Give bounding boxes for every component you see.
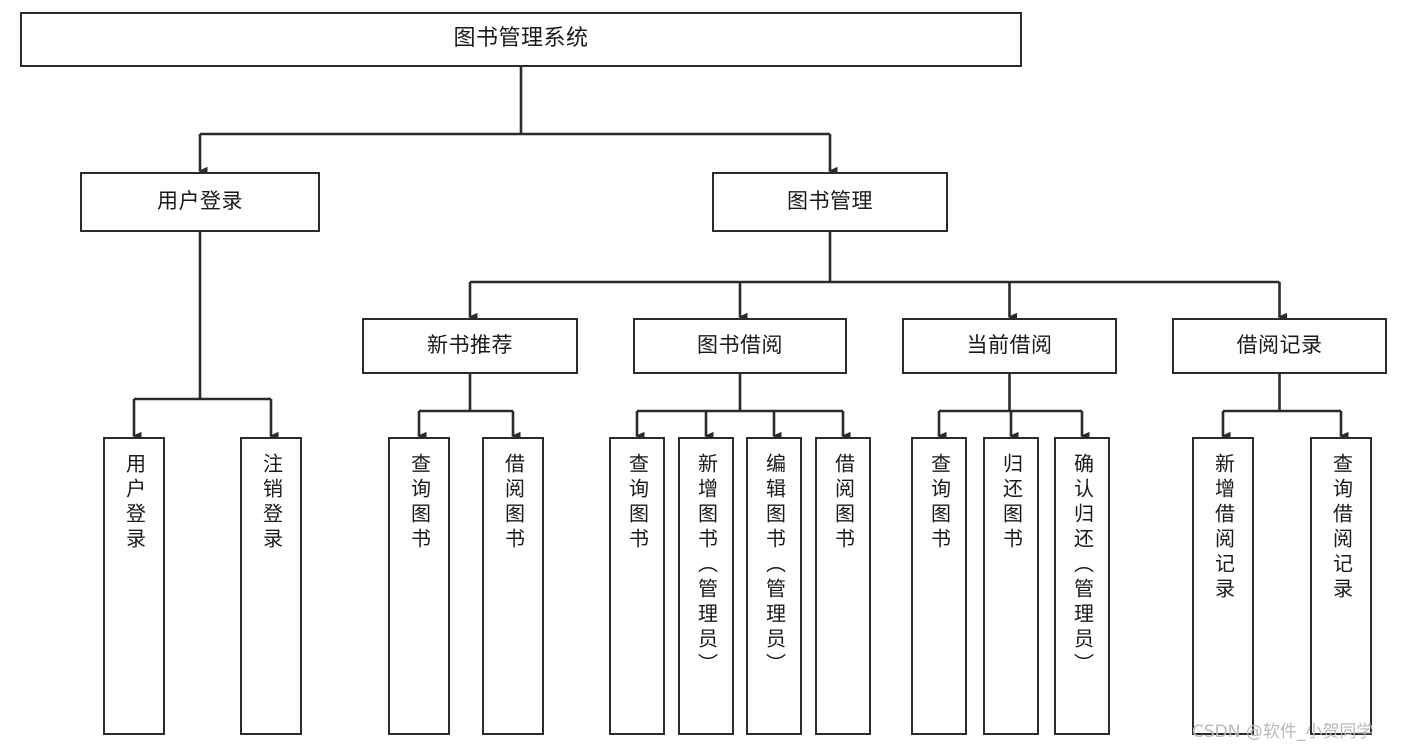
node-new-book-recommend-label: 新书推荐 (427, 333, 513, 358)
node-current-borrow-label: 当前借阅 (966, 333, 1053, 358)
node-borrow-record-label: 借阅记录 (1236, 333, 1323, 358)
leaf-borrow-book-recommend[interactable]: 借阅图书 (482, 437, 544, 735)
leaf-return-book[interactable]: 归还图书 (983, 437, 1039, 735)
leaf-add-borrow-record-label: 新增借阅记录 (1211, 453, 1236, 603)
leaf-borrow-book[interactable]: 借阅图书 (815, 437, 871, 735)
node-borrow-record[interactable]: 借阅记录 (1172, 318, 1387, 374)
leaf-borrow-book-recommend-label: 借阅图书 (501, 453, 526, 553)
leaf-query-book-borrow-label: 查询图书 (625, 453, 650, 553)
leaf-user-login-label: 用户登录 (122, 453, 147, 553)
watermark-csdn: CSDN @软件_小贺同学 (1192, 722, 1374, 742)
leaf-query-book-current[interactable]: 查询图书 (911, 437, 967, 735)
leaf-add-borrow-record[interactable]: 新增借阅记录 (1192, 437, 1254, 735)
leaf-confirm-return-admin-label: 确认归还（管理员） (1070, 453, 1095, 678)
leaf-user-login[interactable]: 用户登录 (103, 437, 165, 735)
node-book-borrow-label: 图书借阅 (697, 333, 783, 358)
leaf-query-borrow-record[interactable]: 查询借阅记录 (1310, 437, 1372, 735)
node-root[interactable]: 图书管理系统 (20, 12, 1022, 67)
leaf-logout-login[interactable]: 注销登录 (240, 437, 302, 735)
leaf-query-borrow-record-label: 查询借阅记录 (1329, 453, 1354, 603)
leaf-query-book-recommend[interactable]: 查询图书 (388, 437, 450, 735)
leaf-edit-book-admin-label: 编辑图书（管理员） (762, 453, 787, 678)
node-root-label: 图书管理系统 (453, 26, 589, 52)
leaf-add-book-admin[interactable]: 新增图书（管理员） (678, 437, 734, 735)
leaf-borrow-book-label: 借阅图书 (831, 453, 856, 553)
node-current-borrow[interactable]: 当前借阅 (902, 318, 1117, 374)
leaf-add-book-admin-label: 新增图书（管理员） (694, 453, 719, 678)
node-new-book-recommend[interactable]: 新书推荐 (362, 318, 578, 374)
node-user-login[interactable]: 用户登录 (80, 172, 320, 232)
leaf-query-book-current-label: 查询图书 (927, 453, 952, 553)
node-book-borrow[interactable]: 图书借阅 (633, 318, 847, 374)
leaf-edit-book-admin[interactable]: 编辑图书（管理员） (746, 437, 802, 735)
leaf-logout-login-label: 注销登录 (259, 453, 284, 553)
leaf-return-book-label: 归还图书 (999, 453, 1024, 553)
node-user-login-label: 用户登录 (157, 189, 243, 214)
leaf-confirm-return-admin[interactable]: 确认归还（管理员） (1054, 437, 1110, 735)
leaf-query-book-borrow[interactable]: 查询图书 (609, 437, 665, 735)
leaf-query-book-recommend-label: 查询图书 (407, 453, 432, 553)
node-book-manage[interactable]: 图书管理 (712, 172, 948, 232)
node-book-manage-label: 图书管理 (787, 189, 873, 214)
